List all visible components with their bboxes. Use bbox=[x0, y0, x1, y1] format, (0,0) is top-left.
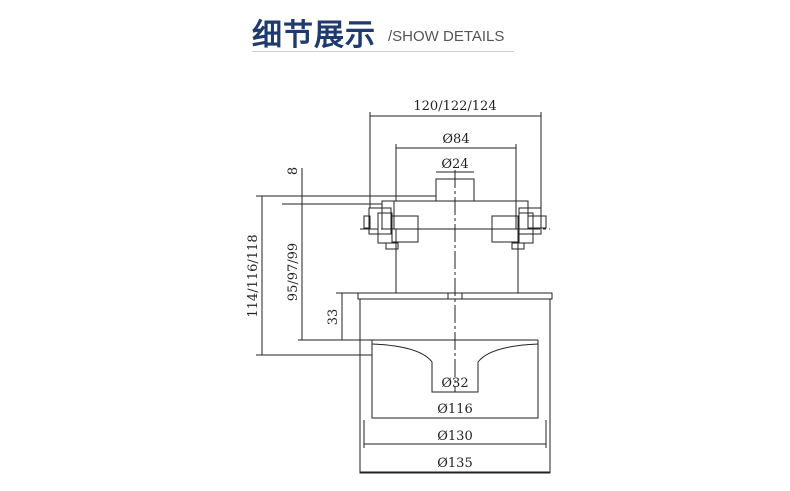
page-title: 细节展示 bbox=[252, 18, 376, 53]
dim-outer-diameter: Ø135 bbox=[437, 456, 472, 471]
dim-upper-diameter: Ø84 bbox=[442, 132, 469, 147]
dim-shaft-height: 8 bbox=[286, 167, 301, 175]
dim-lower-height: 33 bbox=[326, 309, 341, 326]
brush-holder-right bbox=[518, 207, 542, 235]
dim-body-height: 95/97/99 bbox=[286, 243, 301, 301]
dimension-lines bbox=[256, 112, 550, 473]
stator-body bbox=[395, 228, 519, 294]
dim-inner-diameter: Ø116 bbox=[437, 402, 472, 417]
dim-fan-diameter: Ø130 bbox=[437, 429, 472, 444]
motor-outline bbox=[357, 170, 553, 474]
dim-total-height: 114/116/118 bbox=[246, 234, 261, 317]
dim-outlet-diameter: Ø32 bbox=[441, 376, 468, 391]
brush-holder-left bbox=[368, 207, 392, 235]
dim-shaft-diameter: Ø24 bbox=[441, 157, 468, 172]
header-divider bbox=[252, 51, 514, 52]
page-header: 细节展示 /SHOW DETAILS bbox=[0, 0, 790, 60]
page-subtitle: /SHOW DETAILS bbox=[388, 28, 505, 45]
dim-top-width: 120/122/124 bbox=[413, 99, 496, 114]
